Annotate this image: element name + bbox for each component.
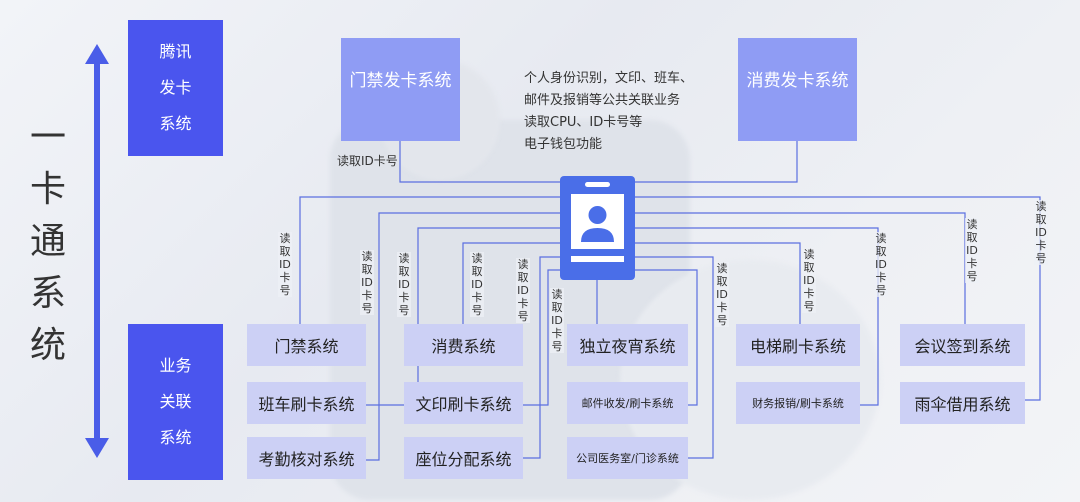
umbrella-system-box: 雨伞借用系统 xyxy=(900,382,1025,424)
description: 个人身份识别，文印、班车、 邮件及报销等公共关联业务 读取CPU、ID卡号等 电… xyxy=(524,71,694,152)
consume-system-box: 消费系统 xyxy=(404,324,523,366)
vertical-title: 一 卡 通 系 统 xyxy=(29,117,66,366)
access-card-issuing-box: 门禁发卡系统 xyxy=(341,38,460,141)
seat-system-box: 座位分配系统 xyxy=(404,437,523,479)
arrow-down-icon xyxy=(85,438,109,458)
arrow-up-icon xyxy=(85,44,109,64)
consume-card-issuing-box: 消费发卡系统 xyxy=(738,38,857,141)
clinic-system-box: 公司医务室/门诊系统 xyxy=(567,437,688,479)
print-system-box: 文印刷卡系统 xyxy=(404,382,523,424)
tencent-card-issuing-box: 腾讯 发卡 系统 xyxy=(128,20,223,156)
mail-system-box: 邮件收发/刷卡系统 xyxy=(567,382,688,424)
door-system-box: 门禁系统 xyxy=(247,324,366,366)
read-id-label: 读取ID卡号 xyxy=(337,154,398,168)
business-related-box: 业务 关联 系统 xyxy=(128,324,223,480)
finance-system-box: 财务报销/刷卡系统 xyxy=(736,382,860,424)
elevator-system-box: 电梯刷卡系统 xyxy=(736,324,860,366)
shuttle-system-box: 班车刷卡系统 xyxy=(247,382,366,424)
night-snack-system-box: 独立夜宵系统 xyxy=(567,324,688,366)
id-card-icon xyxy=(560,176,635,280)
meeting-system-box: 会议签到系统 xyxy=(900,324,1025,366)
vertical-arrow-line xyxy=(94,60,100,440)
attendance-system-box: 考勤核对系统 xyxy=(247,437,366,479)
